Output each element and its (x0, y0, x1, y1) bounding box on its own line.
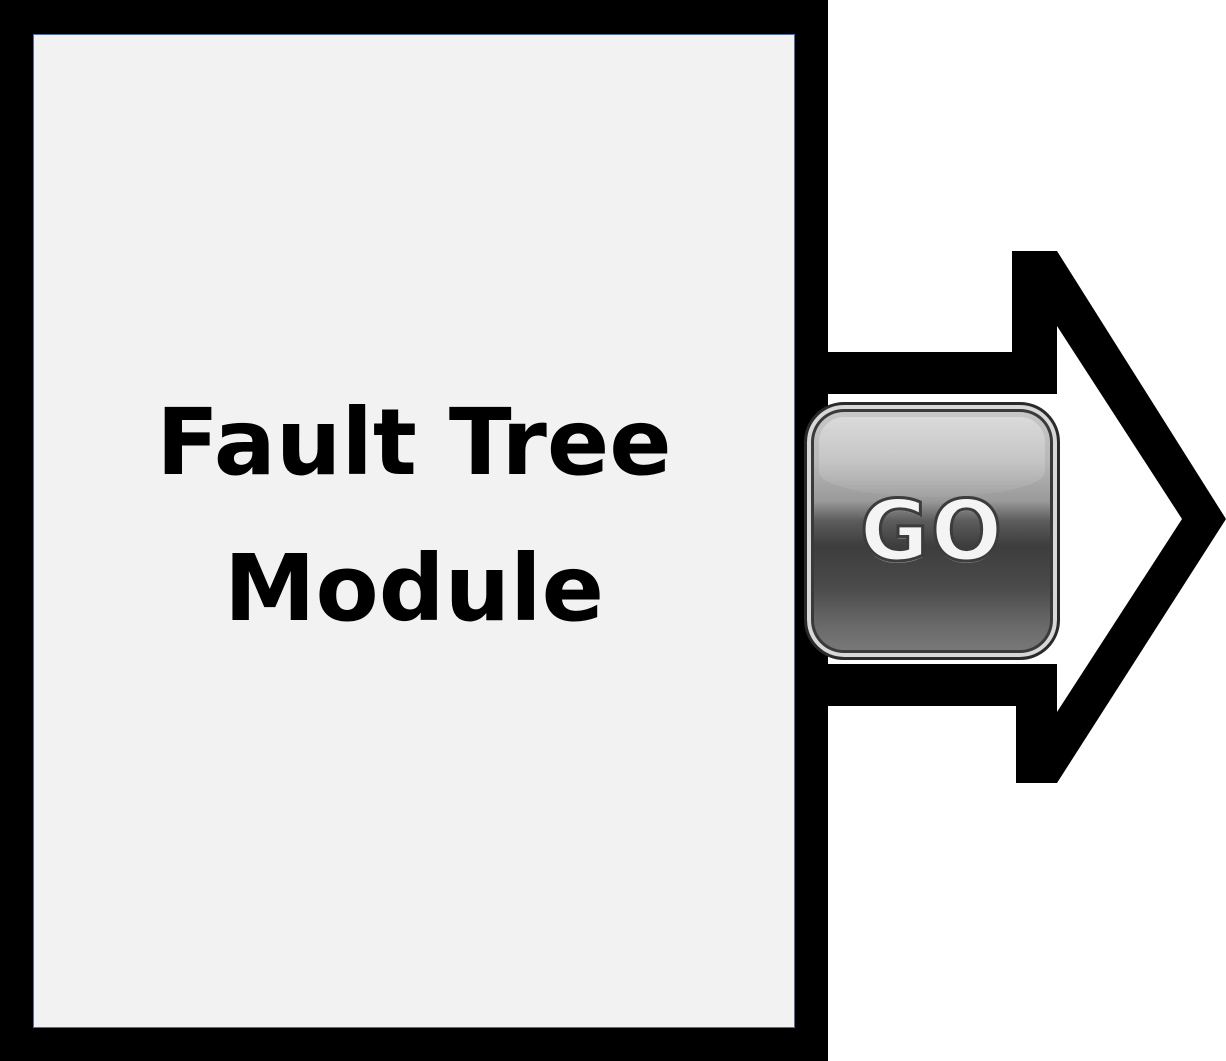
go-button-label: GO (858, 481, 1005, 582)
module-frame (0, 0, 828, 1061)
go-button[interactable]: GO (804, 402, 1060, 660)
module-panel (33, 34, 795, 1028)
go-button-shine (819, 417, 1045, 497)
module-title: Fault Tree Module (156, 389, 672, 642)
